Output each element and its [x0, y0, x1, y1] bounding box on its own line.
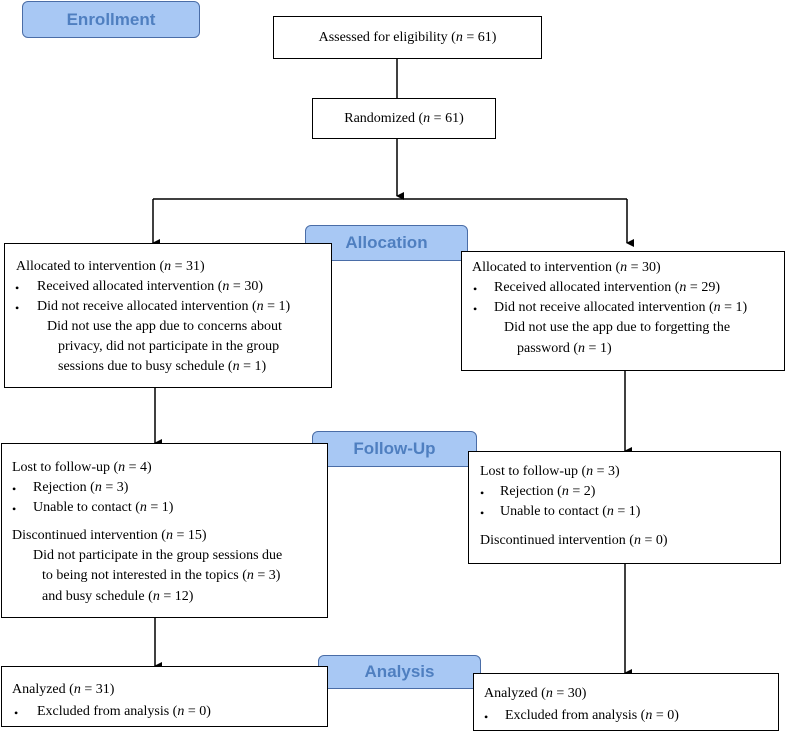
right-not-received: Did not receive allocated intervention (… [494, 300, 748, 315]
right-analysis-box: Analyzed (n = 30) • Excluded from analys… [473, 673, 779, 731]
bullet-icon: • [14, 706, 19, 720]
randomized-text: Randomized (n = 61) [344, 110, 464, 126]
right-alloc-reason-2: password (n = 1) [517, 341, 612, 356]
right-excluded: Excluded from analysis (n = 0) [505, 708, 679, 723]
right-received: Received allocated intervention (n = 29) [494, 280, 720, 295]
stage-allocation: Allocation [305, 225, 468, 261]
left-rejection: Rejection (n = 3) [33, 480, 129, 495]
right-discontinued: Discontinued intervention (n = 0) [480, 533, 668, 548]
left-discontinued: Discontinued intervention (n = 15) [12, 528, 207, 543]
left-alloc-reason-1: Did not use the app due to concerns abou… [47, 319, 282, 334]
assessed-box: Assessed for eligibility (n = 61) [273, 16, 542, 59]
right-unable: Unable to contact (n = 1) [500, 504, 641, 519]
left-follow-up-box: Lost to follow-up (n = 4) • Rejection (n… [1, 443, 328, 618]
stage-analysis: Analysis [318, 655, 481, 689]
right-allocated-title: Allocated to intervention (n = 30) [472, 260, 661, 275]
left-analysis-box: Analyzed (n = 31) • Excluded from analys… [1, 666, 328, 727]
bullet-icon: • [473, 282, 478, 296]
stage-follow-up: Follow-Up [312, 431, 477, 467]
right-follow-up-box: Lost to follow-up (n = 3) • Rejection (n… [468, 451, 781, 564]
left-analyzed: Analyzed (n = 31) [12, 682, 115, 697]
bullet-icon: • [12, 502, 17, 516]
bullet-icon: • [15, 281, 20, 295]
stage-enrollment: Enrollment [22, 1, 200, 38]
left-lost: Lost to follow-up (n = 4) [12, 460, 152, 475]
left-alloc-reason-2: privacy, did not participate in the grou… [58, 339, 280, 354]
left-fu-reason-3: and busy schedule (n = 12) [42, 589, 194, 604]
bullet-icon: • [480, 506, 485, 520]
left-fu-reason-2: to being not interested in the topics (n… [42, 568, 281, 583]
bullet-icon: • [12, 482, 17, 496]
randomized-box: Randomized (n = 61) [312, 98, 496, 139]
bullet-icon: • [484, 710, 489, 724]
left-received: Received allocated intervention (n = 30) [37, 279, 263, 294]
right-rejection: Rejection (n = 2) [500, 484, 596, 499]
left-unable: Unable to contact (n = 1) [33, 500, 174, 515]
bullet-icon: • [480, 486, 485, 500]
right-analyzed: Analyzed (n = 30) [484, 686, 587, 701]
bullet-icon: • [15, 301, 20, 315]
left-not-received: Did not receive allocated intervention (… [37, 299, 291, 314]
right-allocation-box: Allocated to intervention (n = 30) • Rec… [461, 251, 785, 371]
left-allocation-box: Allocated to intervention (n = 31) • Rec… [4, 243, 332, 388]
bullet-icon: • [473, 302, 478, 316]
left-allocated-title: Allocated to intervention (n = 31) [16, 259, 205, 274]
left-alloc-reason-3: sessions due to busy schedule (n = 1) [58, 359, 267, 374]
right-alloc-reason-1: Did not use the app due to forgetting th… [504, 320, 731, 335]
left-excluded: Excluded from analysis (n = 0) [37, 704, 211, 719]
right-lost: Lost to follow-up (n = 3) [480, 464, 620, 479]
assessed-text: Assessed for eligibility (n = 61) [318, 29, 497, 45]
left-fu-reason-1: Did not participate in the group session… [33, 548, 283, 563]
